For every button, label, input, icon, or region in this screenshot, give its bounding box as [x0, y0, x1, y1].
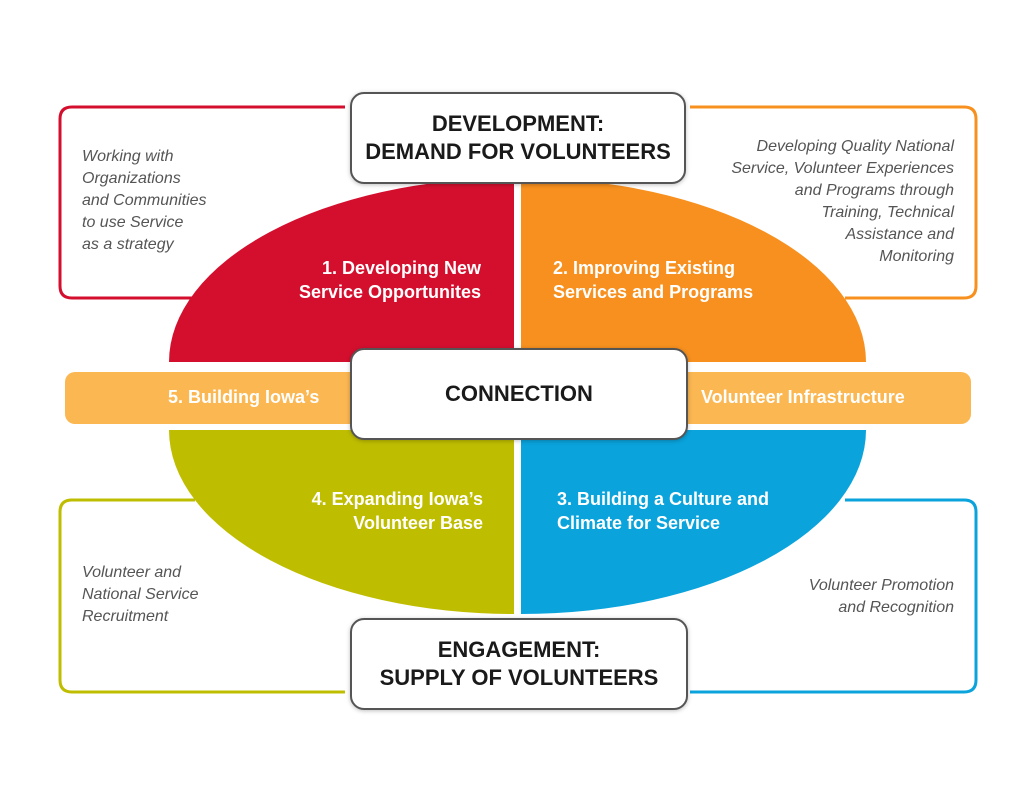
quadrant-2-label: 2. Improving Existing Services and Progr… [553, 256, 753, 304]
note-line: Recruitment [82, 608, 169, 625]
note-line: to use Service [82, 214, 184, 231]
quadrant-4-shape [169, 430, 514, 614]
quadrant-4-title-line: 4. Expanding Iowa’s [311, 489, 483, 509]
note-line: Assistance and [845, 226, 954, 243]
quadrant-1-label: 1. Developing New Service Opportunites [299, 256, 481, 304]
note-line: and Programs through [794, 182, 954, 199]
note-line: and Recognition [838, 599, 954, 616]
bottom-right-note: Volunteer Promotion and Recognition [809, 575, 954, 619]
connection-box: CONNECTION [350, 348, 688, 440]
quadrant-3-shape [521, 430, 866, 614]
quadrant-1-shape [169, 178, 514, 362]
quadrant-4-title-line: Volunteer Base [353, 513, 483, 533]
note-line: and Communities [82, 192, 207, 209]
note-line: Service, Volunteer Experiences [731, 160, 954, 177]
engagement-subtitle: SUPPLY OF VOLUNTEERS [379, 665, 659, 690]
top-left-note: Working with Organizations and Communiti… [82, 146, 207, 256]
note-line: Developing Quality National [756, 138, 954, 155]
bottom-left-note: Volunteer and National Service Recruitme… [82, 562, 199, 628]
top-left-outline [58, 105, 345, 300]
note-line: Volunteer and [82, 564, 182, 581]
top-right-outline [690, 105, 978, 300]
quadrant-2-title-line: 2. Improving Existing [553, 258, 736, 278]
development-subtitle: DEMAND FOR VOLUNTEERS [365, 139, 671, 164]
note-line: Working with [82, 148, 174, 165]
quadrant-1-title-line: Service Opportunites [298, 282, 481, 302]
quadrant-2-title-line: Services and Programs [553, 282, 754, 302]
engagement-title: ENGAGEMENT: [437, 637, 601, 662]
note-line: Volunteer Promotion [808, 577, 954, 594]
note-line: Monitoring [879, 248, 954, 265]
development-box: DEVELOPMENT: DEMAND FOR VOLUNTEERS [350, 92, 686, 184]
development-title: DEVELOPMENT: [431, 111, 605, 136]
engagement-box: ENGAGEMENT: SUPPLY OF VOLUNTEERS [350, 618, 688, 710]
quadrant-2-shape [521, 178, 866, 362]
note-line: National Service [82, 586, 199, 603]
note-line: Organizations [82, 170, 181, 187]
band-right-label: Volunteer Infrastructure [701, 387, 905, 407]
quadrant-3-label: 3. Building a Culture and Climate for Se… [557, 487, 769, 535]
note-line: as a strategy [82, 236, 174, 253]
band-left-label: 5. Building Iowa’s [168, 387, 320, 407]
bottom-right-outline [690, 498, 978, 694]
note-line: Training, Technical [821, 204, 954, 221]
bottom-left-outline [58, 498, 345, 694]
quadrant-4-label: 4. Expanding Iowa’s Volunteer Base [312, 487, 483, 535]
top-right-note: Developing Quality National Service, Vol… [731, 136, 954, 268]
quadrant-3-title-line: Climate for Service [557, 513, 721, 533]
quadrant-3-title-line: 3. Building a Culture and [557, 489, 770, 509]
quadrant-1-title-line: 1. Developing New [321, 258, 481, 278]
connection-label: CONNECTION [445, 381, 593, 406]
